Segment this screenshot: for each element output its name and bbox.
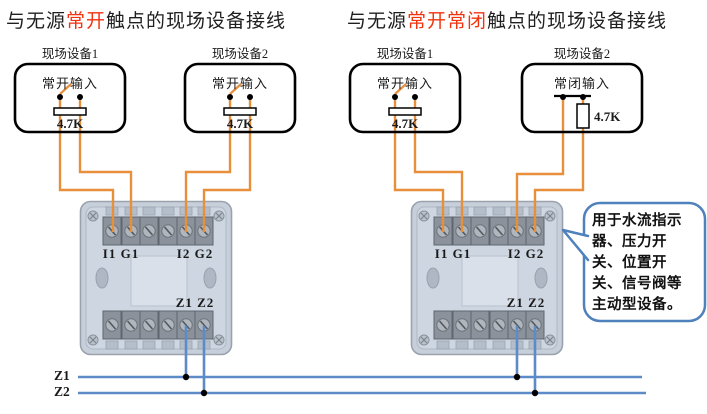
contact-dot (560, 94, 566, 100)
module-right-i2g2-label: I2 G2 (507, 246, 545, 261)
z-bus-wires (78, 326, 646, 397)
contact-dot (77, 94, 83, 100)
wire-d1-i1 (58, 99, 115, 232)
title-right-prefix: 与无源 (347, 11, 408, 32)
device-3-name: 现场设备1 (376, 47, 434, 61)
wire-d1-g1 (78, 99, 133, 232)
callout-bubble-tail (561, 228, 590, 262)
device-2-box (183, 62, 297, 134)
bus-z1-label: Z1 (54, 368, 70, 383)
module-right-z1z2-label: Z1 Z2 (506, 295, 546, 310)
device-1-input-label: 常开输入 (41, 76, 98, 91)
device-1-box (13, 62, 127, 134)
device-4-box (520, 62, 644, 134)
callout-note: 用于水流指示器、压力开关、位置开关、信号阀等主动型设备。 (592, 213, 682, 313)
resistor-1-value: 4.7K (56, 116, 84, 131)
wire-d3-i1 (393, 99, 445, 232)
contact-dot (412, 94, 418, 100)
contact-dot (580, 94, 586, 100)
title-left-prefix: 与无源 (6, 11, 67, 32)
title-left: 与无源常开触点的现场设备接线 (6, 6, 286, 33)
input-module-right (412, 202, 563, 355)
device-boxes (13, 62, 644, 134)
title-right-suffix: 触点的现场设备接线 (487, 11, 668, 32)
resistor-3-icon (388, 107, 422, 116)
wire-d4-g2 (533, 99, 585, 232)
signal-wires (58, 99, 585, 232)
device-4-input-label: 常闭输入 (553, 76, 610, 91)
device-2-name: 现场设备2 (211, 47, 269, 61)
no-contact-lever-icon (59, 83, 72, 95)
contact-symbols (57, 83, 591, 100)
contact-dot (57, 94, 63, 100)
module-right-i1g1-label: I1 G1 (434, 246, 472, 261)
wire-d4-i2 (515, 99, 565, 232)
junction-dot (200, 389, 208, 397)
resistor-1-icon (53, 107, 87, 116)
module-left-i2g2-label: I2 G2 (176, 246, 214, 261)
wire-d2-g2 (202, 99, 252, 232)
device-2-input-label: 常开输入 (211, 76, 268, 91)
title-right-highlight: 常开常闭 (407, 11, 488, 32)
junction-dot (182, 373, 190, 381)
contact-dot (227, 94, 233, 100)
device-4-name: 现场设备2 (553, 47, 611, 61)
input-module-left (81, 202, 232, 355)
device-1-name: 现场设备1 (41, 47, 99, 61)
resistor-2-icon (223, 107, 257, 116)
title-right: 与无源常开常闭触点的现场设备接线 (347, 6, 667, 33)
wire-d3-g1 (413, 99, 464, 232)
resistor-4-icon (576, 103, 590, 129)
module-left-i1g1-label: I1 G1 (102, 246, 140, 261)
device-3-input-label: 常开输入 (376, 76, 433, 91)
device-3-box (348, 62, 462, 134)
bus-z2-label: Z2 (54, 384, 70, 399)
module-left-z1z2-label: Z1 Z2 (175, 295, 215, 310)
no-contact-lever-icon (229, 83, 242, 95)
contact-dot (392, 94, 398, 100)
junction-dot (513, 373, 521, 381)
resistor-3-value: 4.7K (391, 116, 419, 131)
resistor-4-value: 4.7K (594, 109, 621, 124)
callout-bubble (561, 201, 707, 323)
contact-dot (247, 94, 253, 100)
no-contact-lever-icon (394, 83, 407, 95)
title-left-suffix: 触点的现场设备接线 (106, 11, 287, 32)
callout-bubble-shape (582, 201, 707, 323)
wire-d2-i2 (184, 99, 232, 232)
title-left-highlight: 常开 (66, 11, 107, 32)
junction-dot (531, 389, 539, 397)
resistor-2-value: 4.7K (226, 116, 254, 131)
resistor-symbols (53, 103, 590, 129)
